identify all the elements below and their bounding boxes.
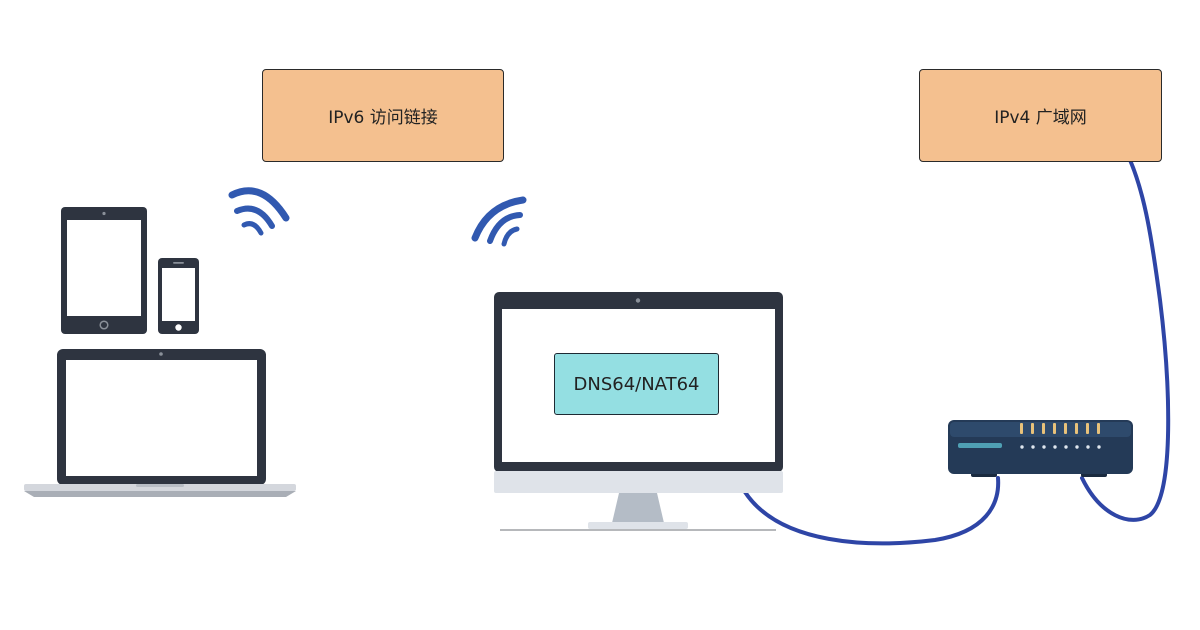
cable-monitor-router xyxy=(743,476,1001,546)
ipv4-wan-box: IPv4 广域网 xyxy=(919,69,1162,162)
cable-router-wan xyxy=(1080,158,1171,522)
wifi-signal-icon xyxy=(471,196,527,247)
ipv4-wan-label: IPv4 广域网 xyxy=(994,108,1087,128)
ipv6-access-box: IPv6 访问链接 xyxy=(262,69,504,162)
dns64-nat64-box: DNS64/NAT64 xyxy=(554,353,719,415)
router-icon xyxy=(948,420,1133,477)
smartphone-icon xyxy=(158,258,199,334)
tablet-icon xyxy=(61,207,147,334)
laptop-icon xyxy=(24,349,296,497)
wifi-signal-icon xyxy=(228,187,290,236)
desktop-monitor-icon xyxy=(494,292,783,531)
ipv6-access-label: IPv6 访问链接 xyxy=(328,108,438,128)
dns64-nat64-label: DNS64/NAT64 xyxy=(573,373,700,395)
